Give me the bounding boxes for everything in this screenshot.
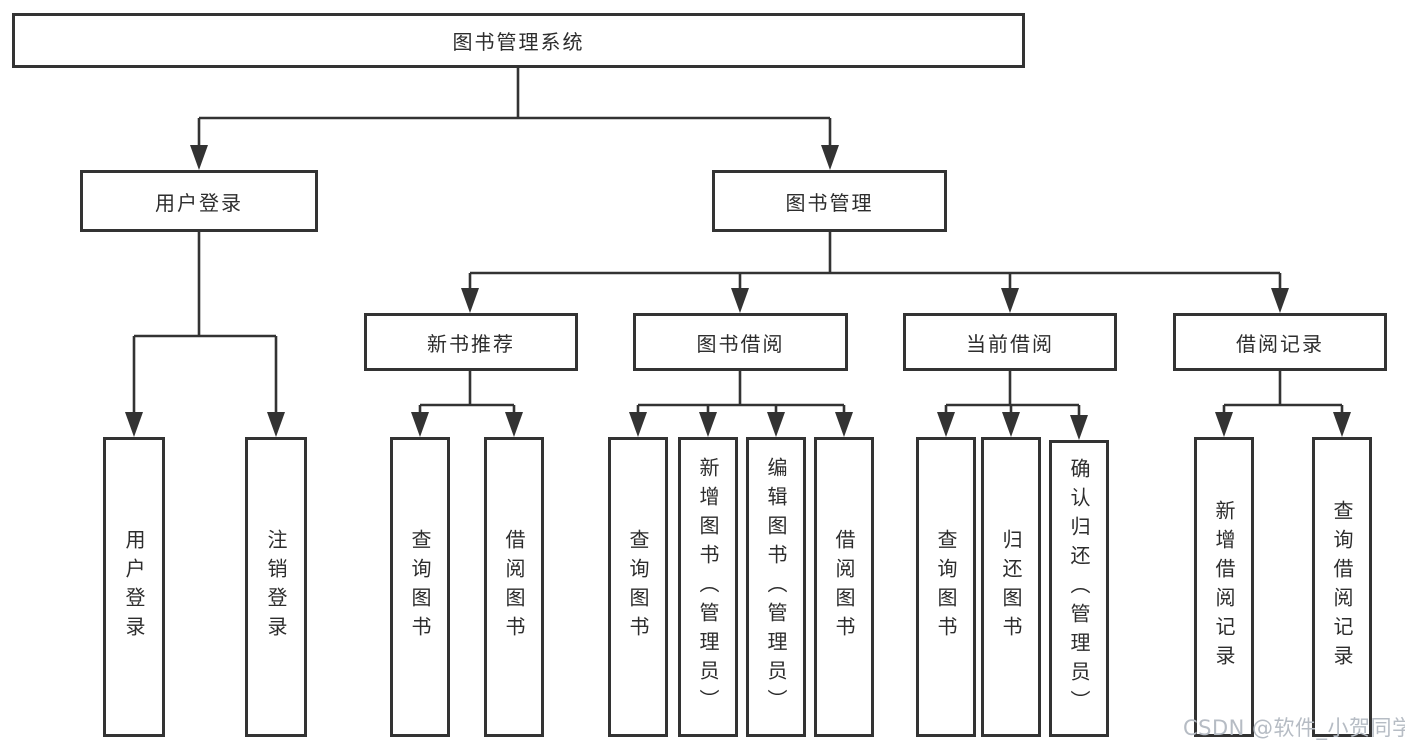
node-root: 图书管理系统 [12,13,1025,68]
leaf-borrow-edit-admin-label: 编辑图书（管理员） [764,456,788,718]
leaf-records-query-label: 查询借阅记录 [1330,500,1354,674]
leaf-records-query: 查询借阅记录 [1312,437,1372,737]
leaf-borrow-book: 借阅图书 [814,437,874,737]
leaf-current-return: 归还图书 [981,437,1041,737]
leaf-records-add-label: 新增借阅记录 [1212,500,1236,674]
node-new-books: 新书推荐 [364,313,578,371]
node-user-login-label: 用户登录 [155,190,243,215]
leaf-current-confirm-admin-label: 确认归还（管理员） [1067,458,1091,719]
leaf-newbooks-borrow-label: 借阅图书 [502,529,526,645]
node-book-borrow: 图书借阅 [633,313,848,371]
leaf-logout-label: 注销登录 [264,529,288,645]
leaf-borrow-add-admin-label: 新增图书（管理员） [696,456,720,718]
leaf-borrow-query-label: 查询图书 [626,529,650,645]
csdn-watermark: CSDN @软件_小贺同学 [1183,716,1405,740]
node-borrow-records: 借阅记录 [1173,313,1387,371]
leaf-newbooks-borrow: 借阅图书 [484,437,544,737]
leaf-borrow-query: 查询图书 [608,437,668,737]
node-book-management-label: 图书管理 [785,190,874,215]
node-new-books-label: 新书推荐 [427,331,515,356]
leaf-borrow-edit-admin: 编辑图书（管理员） [746,437,806,737]
leaf-borrow-book-label: 借阅图书 [832,529,856,645]
leaf-borrow-add-admin: 新增图书（管理员） [678,437,738,737]
leaf-newbooks-query: 查询图书 [390,437,450,737]
leaf-user-login: 用户登录 [103,437,165,737]
leaf-newbooks-query-label: 查询图书 [408,529,432,645]
node-book-management: 图书管理 [712,170,947,232]
leaf-user-login-label: 用户登录 [122,529,146,645]
node-user-login: 用户登录 [80,170,318,232]
leaf-records-add: 新增借阅记录 [1194,437,1254,737]
leaf-current-query-label: 查询图书 [934,529,958,645]
leaf-current-return-label: 归还图书 [999,529,1023,645]
node-borrow-records-label: 借阅记录 [1236,331,1324,356]
leaf-logout: 注销登录 [245,437,307,737]
leaf-current-query: 查询图书 [916,437,976,737]
node-current-borrow-label: 当前借阅 [966,331,1054,356]
node-book-borrow-label: 图书借阅 [696,331,785,356]
node-current-borrow: 当前借阅 [903,313,1117,371]
node-root-label: 图书管理系统 [452,30,585,54]
leaf-current-confirm-admin: 确认归还（管理员） [1049,440,1109,737]
